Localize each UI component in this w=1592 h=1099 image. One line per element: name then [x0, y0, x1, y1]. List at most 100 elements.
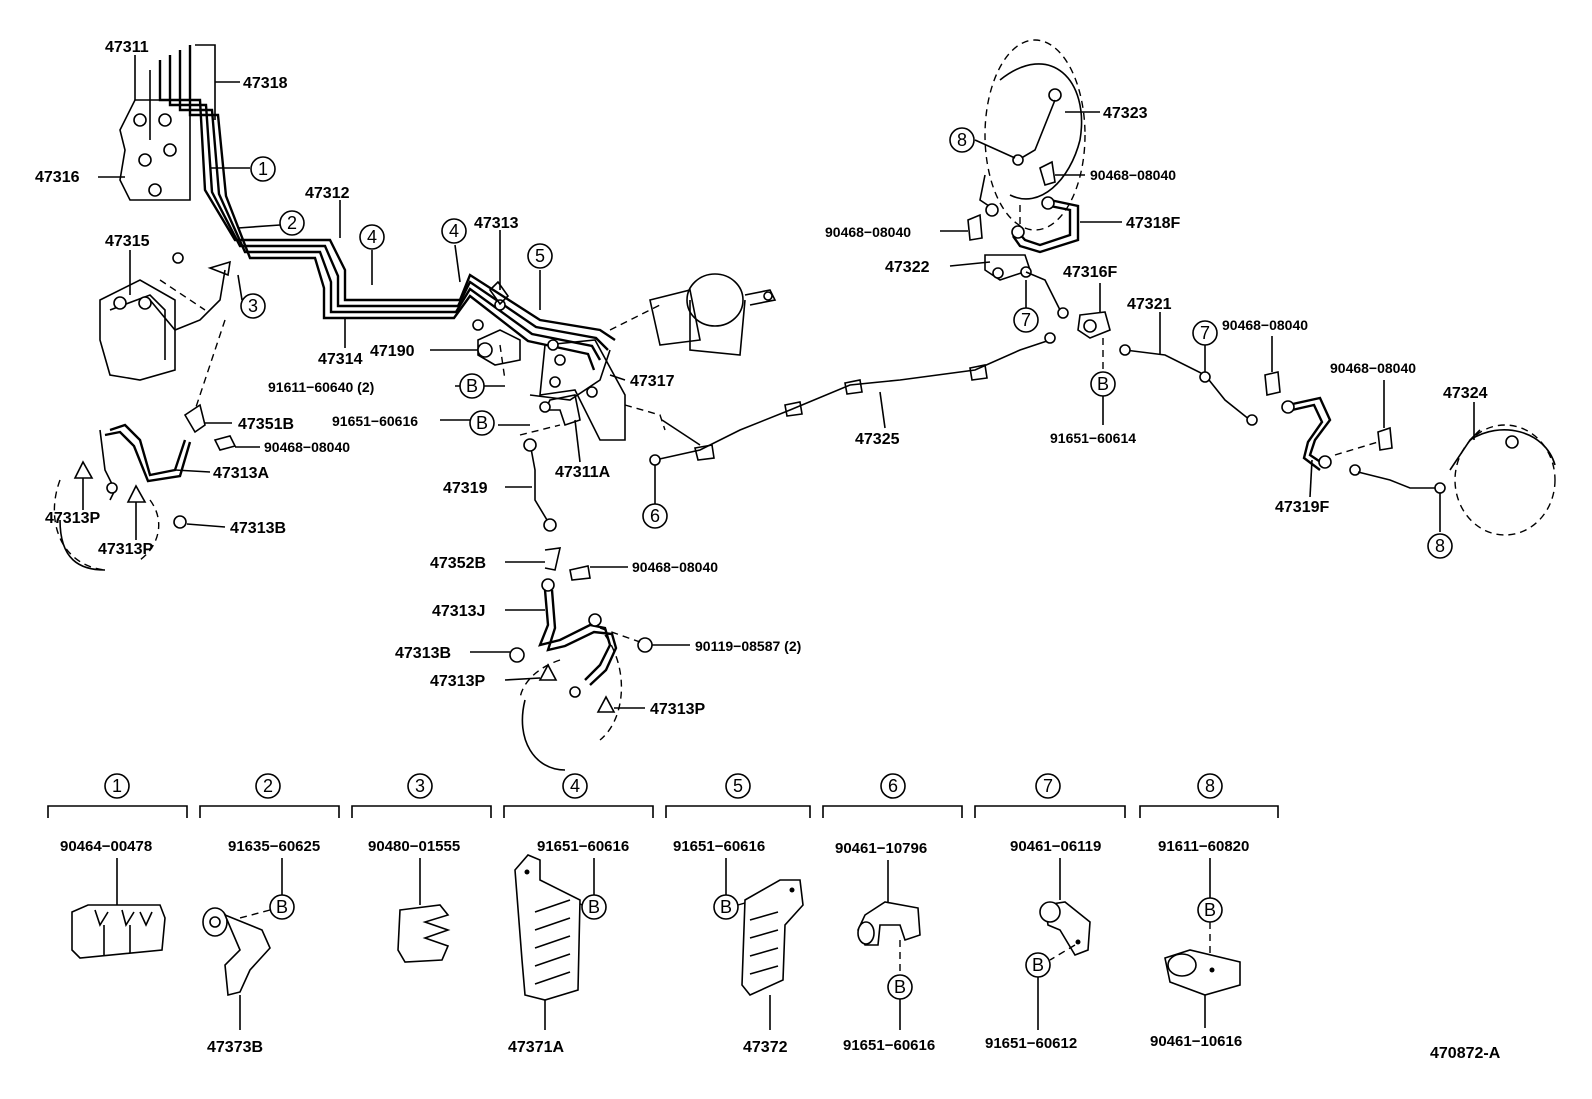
- legend-item-2: 2 91635−60625 B 47373B: [202, 773, 320, 1056]
- legend-8-bottom-part: 90461−10616: [1150, 1033, 1242, 1050]
- svg-text:B: B: [466, 376, 478, 396]
- label-47318: 47318: [243, 75, 288, 92]
- svg-text:4: 4: [367, 227, 377, 247]
- legend-3-top-part: 90480−01555: [368, 838, 460, 855]
- label-90468-08040-b: 90468−08040: [632, 559, 718, 575]
- svg-text:7: 7: [1043, 776, 1053, 796]
- label-90468-08040-c: 90468−08040: [1090, 167, 1176, 183]
- svg-text:1: 1: [112, 776, 122, 796]
- legend-6-top-part: 90461−10796: [835, 840, 927, 857]
- legend-2-top-part: 91635−60625: [228, 838, 320, 855]
- svg-text:2: 2: [263, 776, 273, 796]
- callout-5: 5: [527, 243, 553, 269]
- callout-8b: 8: [1427, 533, 1453, 559]
- label-90468-08040-a: 90468−08040: [264, 439, 350, 455]
- callout-7a: 7: [1013, 307, 1039, 333]
- callout-7b: 7: [1192, 320, 1218, 346]
- svg-text:5: 5: [535, 246, 545, 266]
- legend-7-top-part: 90461−06119: [1010, 838, 1101, 855]
- label-90119-08587: 90119−08587 (2): [695, 638, 801, 654]
- svg-text:8: 8: [1205, 776, 1215, 796]
- label-47316: 47316: [35, 169, 80, 186]
- leader-lines: [82, 55, 1475, 709]
- legend-item-8: 8 91611−60820 B 90461−10616: [1150, 773, 1249, 1050]
- front-left-assembly: [53, 44, 616, 571]
- svg-text:5: 5: [733, 776, 743, 796]
- legend-6-bottom-part: 91651−60616: [843, 1037, 935, 1054]
- label-47316F: 47316F: [1063, 264, 1117, 281]
- bolt-callout-b2: B: [469, 410, 495, 436]
- legend-item-4: 4 91651−60616 B 47371A: [508, 773, 629, 1056]
- label-47313A: 47313A: [213, 465, 269, 482]
- label-47313B-b: 47313B: [395, 645, 451, 662]
- svg-text:B: B: [720, 897, 732, 917]
- legend-5-top-part: 91651−60616: [673, 838, 765, 855]
- svg-text:6: 6: [888, 776, 898, 796]
- svg-text:B: B: [476, 413, 488, 433]
- callout-8a: 8: [949, 127, 975, 153]
- legend-2-bottom-part: 47373B: [207, 1039, 263, 1056]
- diagram-code: 470872-A: [1430, 1045, 1501, 1062]
- label-47190: 47190: [370, 343, 415, 360]
- label-91651-60616: 91651−60616: [332, 413, 418, 429]
- legend-4-top-part: 91651−60616: [537, 838, 629, 855]
- callout-4b: 4: [441, 218, 467, 244]
- label-47319: 47319: [443, 480, 488, 497]
- legend-item-6: 6 90461−10796 B 91651−60616: [835, 773, 935, 1054]
- label-90468-08040-e: 90468−08040: [1222, 317, 1308, 333]
- label-47313P-a: 47313P: [45, 510, 100, 527]
- svg-text:B: B: [588, 897, 600, 917]
- label-47313P-c: 47313P: [430, 673, 485, 690]
- label-47323: 47323: [1103, 105, 1148, 122]
- callout-2: 2: [279, 210, 305, 236]
- label-47352B: 47352B: [430, 555, 486, 572]
- svg-text:6: 6: [650, 506, 660, 526]
- svg-text:7: 7: [1021, 310, 1031, 330]
- bolt-callout-b1: B: [459, 373, 485, 399]
- label-47322: 47322: [885, 259, 930, 276]
- label-90468-08040-f: 90468−08040: [1330, 360, 1416, 376]
- legend-8-top-part: 91611−60820: [1158, 838, 1249, 855]
- svg-text:B: B: [1097, 374, 1109, 394]
- svg-text:4: 4: [570, 776, 580, 796]
- callout-4a: 4: [359, 224, 385, 250]
- legend-item-3: 3 90480−01555: [368, 773, 460, 963]
- label-47313: 47313: [474, 215, 519, 232]
- label-47311: 47311: [105, 39, 149, 56]
- legend-4-bottom-part: 47371A: [508, 1039, 564, 1056]
- legend-item-5: 5 91651−60616 B 47372: [673, 773, 804, 1056]
- svg-text:8: 8: [1435, 536, 1445, 556]
- label-47317: 47317: [630, 373, 675, 390]
- svg-text:1: 1: [258, 159, 268, 179]
- label-47313P-d: 47313P: [650, 701, 705, 718]
- label-47314: 47314: [318, 351, 363, 368]
- label-47313P-b: 47313P: [98, 541, 153, 558]
- label-47313J: 47313J: [432, 603, 485, 620]
- label-47315: 47315: [105, 233, 150, 250]
- callouts: 1 2 3 4 4 5 6 7 7 8 8 B B B: [240, 127, 1453, 559]
- label-47313B-a: 47313B: [230, 520, 286, 537]
- label-91611-60640: 91611−60640 (2): [268, 379, 374, 395]
- svg-text:8: 8: [957, 130, 967, 150]
- label-47351B: 47351B: [238, 416, 294, 433]
- callout-1: 1: [250, 156, 276, 182]
- svg-text:2: 2: [287, 213, 297, 233]
- clamp-legend: 1 90464−00478 2 91635−60625 B 47373B 3 9…: [47, 773, 1279, 1056]
- part-labels: 47311 47318 47316 47315 47312 47313 4731…: [35, 39, 1501, 1062]
- bolt-callout-b3: B: [1090, 371, 1116, 397]
- label-91651-60614: 91651−60614: [1050, 430, 1136, 446]
- rear-upper-assembly: [967, 39, 1556, 536]
- svg-text:3: 3: [415, 776, 425, 796]
- label-47318F: 47318F: [1126, 215, 1180, 232]
- svg-text:3: 3: [248, 296, 258, 316]
- legend-item-7: 7 90461−06119 B 91651−60612: [985, 773, 1101, 1052]
- legend-item-1: 1 90464−00478: [60, 773, 166, 959]
- legend-1-top-part: 90464−00478: [60, 838, 152, 855]
- svg-text:B: B: [1032, 955, 1044, 975]
- svg-text:B: B: [276, 897, 288, 917]
- label-47311A: 47311A: [555, 464, 611, 481]
- svg-text:7: 7: [1200, 323, 1210, 343]
- legend-7-bottom-part: 91651−60612: [985, 1035, 1077, 1052]
- callout-6: 6: [642, 503, 668, 529]
